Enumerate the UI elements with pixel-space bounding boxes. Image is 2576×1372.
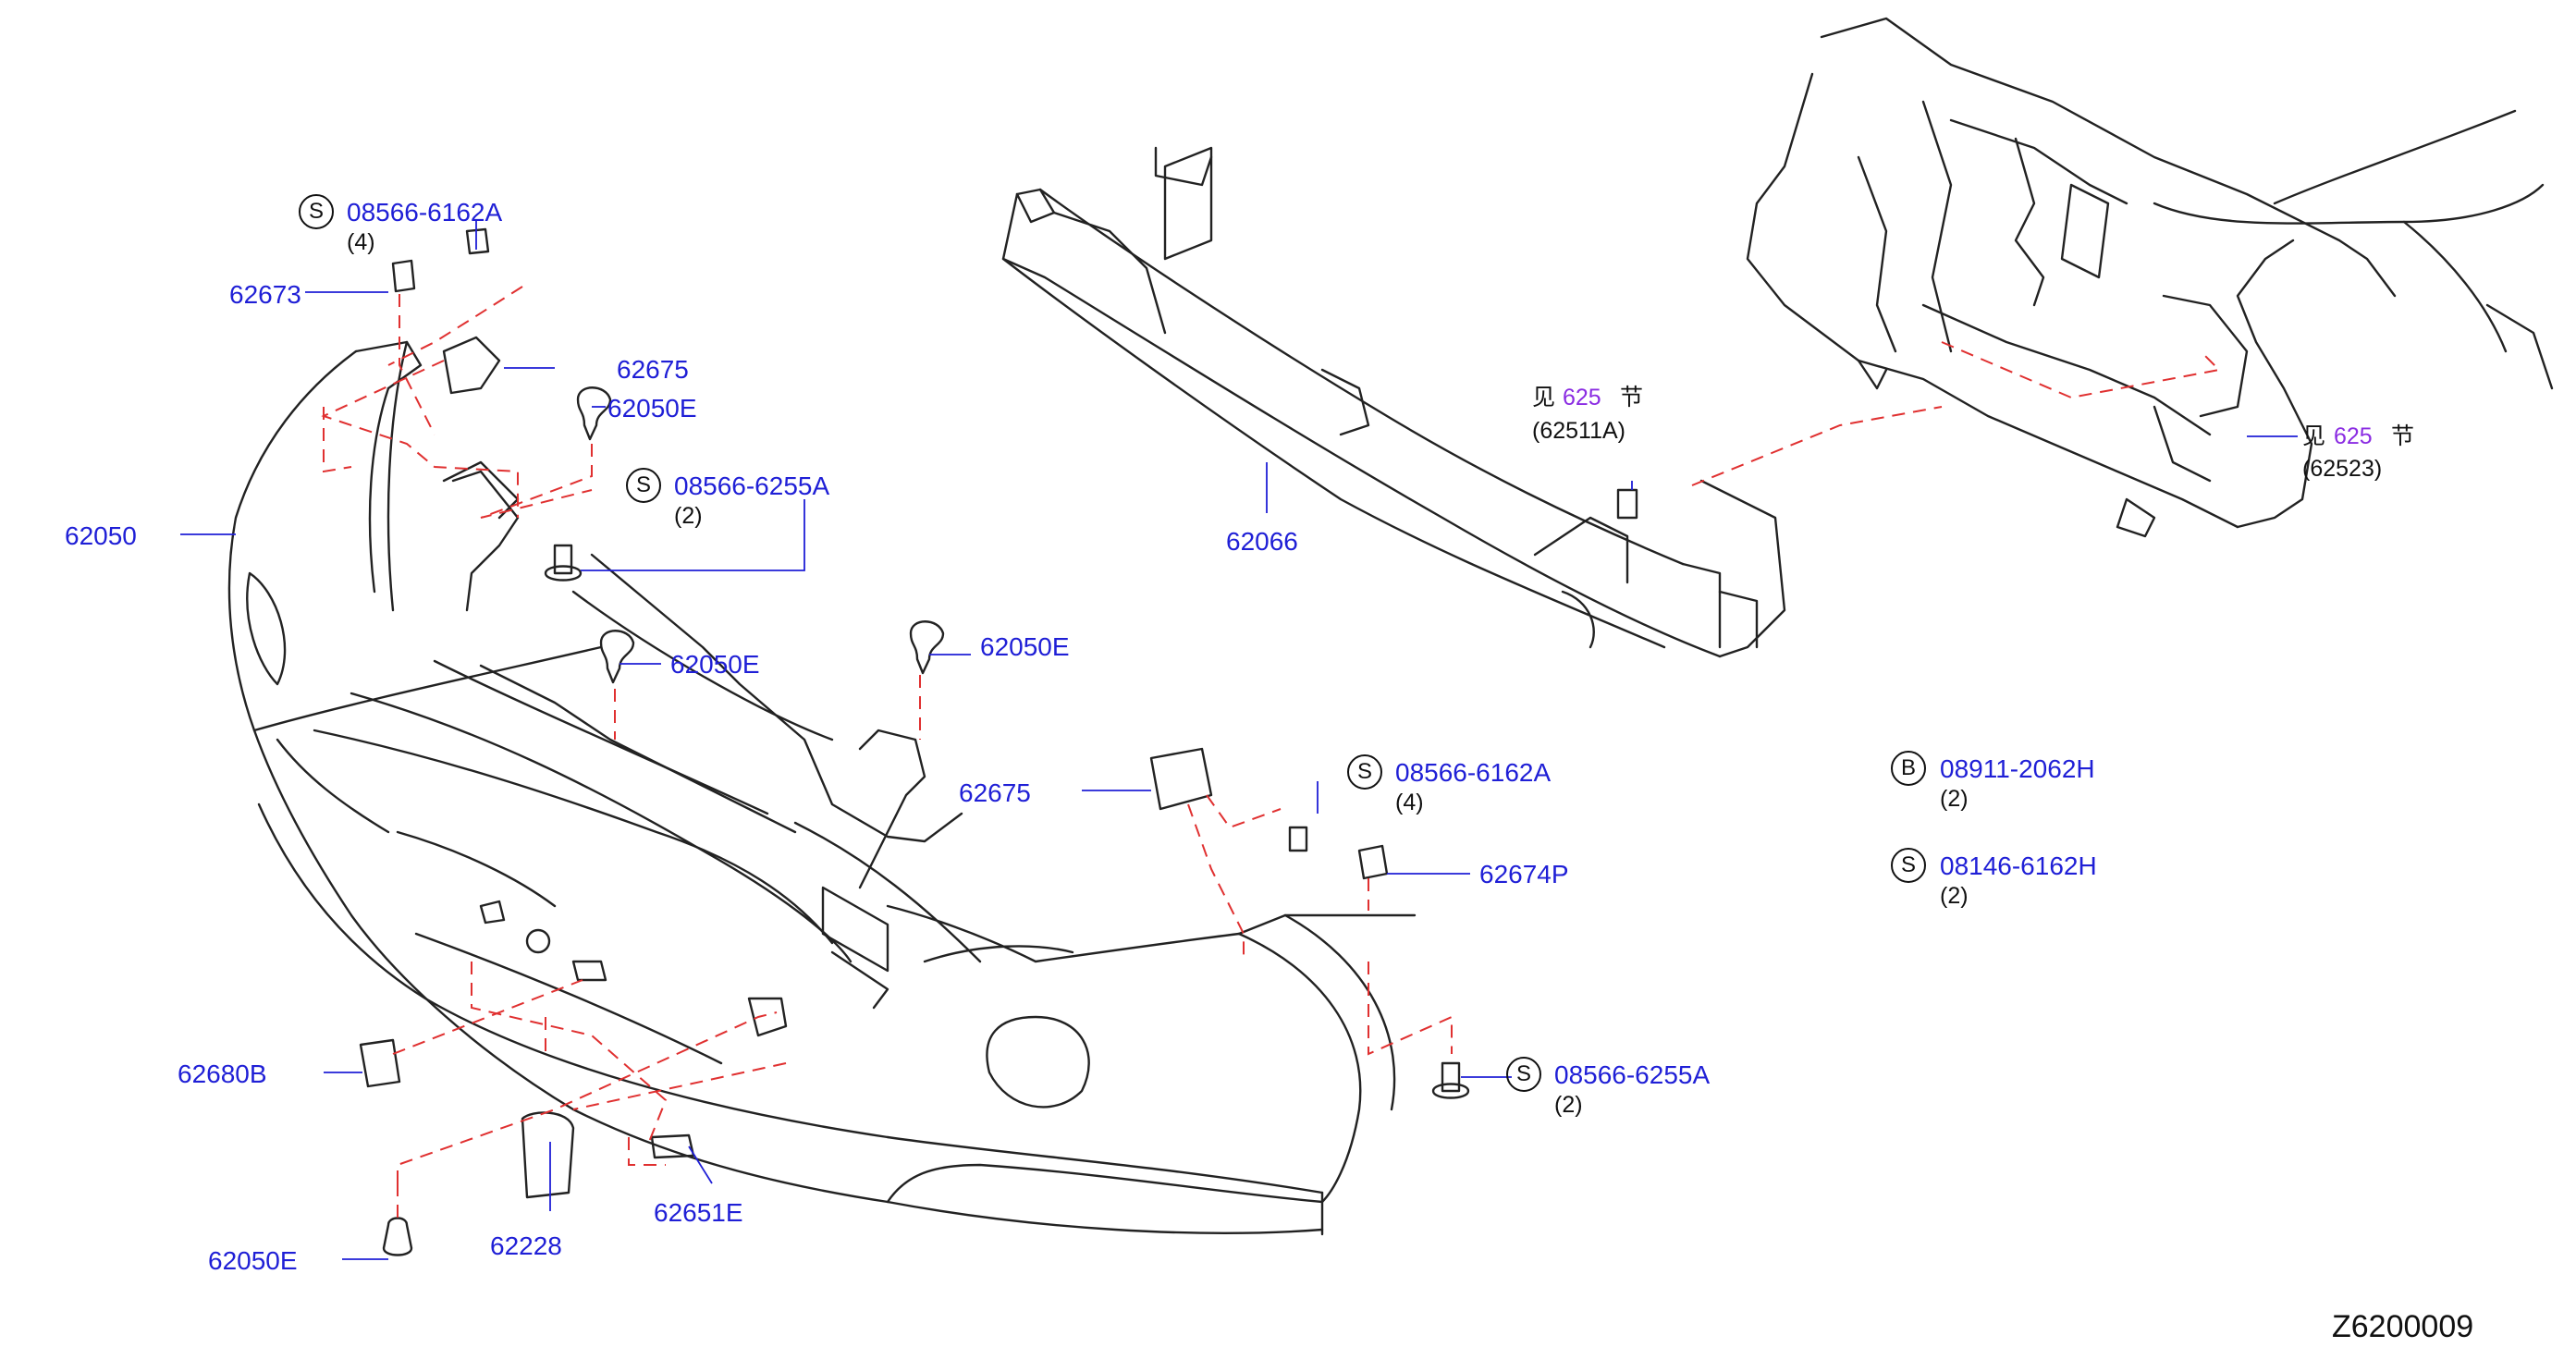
fastener-qty: (2) — [1940, 786, 1969, 812]
label-62050E-1[interactable]: 62050E — [607, 394, 697, 423]
label-62674P[interactable]: 62674P — [1479, 860, 1569, 888]
fastener-qty: (4) — [1395, 790, 1424, 815]
label-62050E-2[interactable]: 62050E — [670, 650, 760, 679]
symbol-s: S — [299, 194, 334, 229]
fastener-qty: (4) — [347, 229, 375, 255]
label-62050E-4[interactable]: 62050E — [208, 1246, 298, 1275]
label-62651E[interactable]: 62651E — [654, 1198, 743, 1227]
fastener-number[interactable]: 08566-6162A — [1395, 758, 1552, 787]
radiator-core-support — [1746, 17, 2554, 538]
fastener-number[interactable]: 08566-6162A — [347, 198, 503, 227]
diagram-code: Z6200009 — [2332, 1309, 2474, 1344]
label-62675-top[interactable]: 62675 — [617, 355, 689, 384]
dashed-guides — [321, 286, 2222, 1220]
reinforcement-beam-62066 — [1001, 146, 1786, 658]
bumper-upper-retainer — [451, 470, 926, 889]
label-62050[interactable]: 62050 — [65, 521, 137, 550]
label-62050E-3[interactable]: 62050E — [980, 632, 1070, 661]
ref-suffix: 节 — [2391, 423, 2415, 449]
leader-lines — [180, 220, 2298, 1260]
small-parts — [359, 227, 1638, 1256]
fastener-number[interactable]: 08566-6255A — [1554, 1060, 1711, 1089]
ref-section-link[interactable]: 625 — [2334, 423, 2373, 449]
fastener-qty: (2) — [1554, 1092, 1583, 1118]
symbol-b: B — [1891, 751, 1926, 786]
symbol-s: S — [1891, 848, 1926, 883]
symbol-s: S — [1506, 1057, 1541, 1092]
label-62066[interactable]: 62066 — [1226, 527, 1298, 556]
label-62675-mid[interactable]: 62675 — [959, 778, 1031, 807]
symbol-s: S — [1347, 754, 1382, 790]
symbol-s: S — [626, 468, 661, 503]
fastener-number[interactable]: 08566-6255A — [674, 472, 830, 500]
ref-prefix: 见 — [1532, 385, 1556, 410]
ref-section-link[interactable]: 625 — [1563, 385, 1601, 410]
ref-part: (62511A) — [1532, 418, 1625, 444]
label-62228[interactable]: 62228 — [490, 1231, 562, 1260]
fastener-qty: (2) — [1940, 883, 1969, 909]
fastener-number[interactable]: 08911-2062H — [1940, 754, 2095, 783]
fastener-number[interactable]: 08146-6162H — [1940, 851, 2097, 880]
label-62680B[interactable]: 62680B — [178, 1060, 267, 1088]
ref-prefix: 见 — [2302, 423, 2326, 449]
ref-suffix: 节 — [1620, 385, 1644, 410]
ref-part: (62523) — [2302, 456, 2383, 482]
fastener-qty: (2) — [674, 503, 703, 529]
label-62673[interactable]: 62673 — [229, 280, 301, 309]
bumper-cover-62050 — [227, 340, 1417, 1236]
